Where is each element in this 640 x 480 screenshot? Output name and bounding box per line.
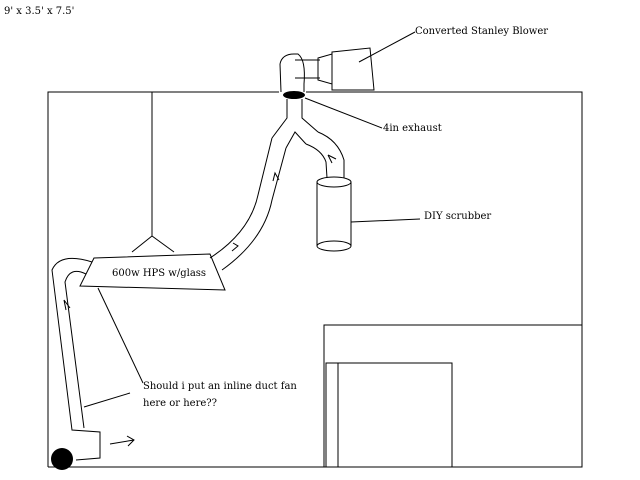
exhaust-label: 4in exhaust (383, 123, 442, 134)
exhaust-pointer (304, 97, 383, 129)
question-pointer-bottom (83, 392, 131, 408)
intake-flow-arrow (63, 299, 71, 311)
intake-outflow-arrow (109, 435, 135, 447)
y-connector (271, 99, 319, 149)
light-hood (79, 253, 226, 291)
intake-duct (51, 257, 135, 461)
scrubber-label: DIY scrubber (424, 211, 491, 222)
scrubber (316, 176, 352, 252)
question-line-2: here or here?? (143, 398, 217, 409)
exhaust-port (283, 91, 305, 99)
cabinet-inner-panel (325, 362, 453, 468)
scrubber-duct (305, 131, 345, 179)
scrubber-flow-arrow (327, 154, 337, 164)
light-label: 600w HPS w/glass (112, 268, 206, 279)
room-outline-right (48, 91, 583, 468)
blower-label: Converted Stanley Blower (415, 26, 548, 37)
light-exhaust-duct (209, 137, 287, 271)
cabinet-outline (323, 324, 583, 468)
intake-port (51, 448, 73, 470)
dimensions-label: 9' x 3.5' x 7.5' (4, 6, 74, 17)
question-pointer-top (97, 287, 144, 384)
blower (279, 31, 416, 93)
room-outline (47, 91, 279, 467)
question-line-1: Should i put an inline duct fan (143, 381, 297, 392)
duct-flow-arrow-1 (231, 242, 239, 252)
blower-pointer (358, 31, 416, 63)
duct-flow-arrow-2 (272, 171, 280, 182)
scrubber-pointer (350, 218, 421, 223)
light-hanger (131, 92, 175, 253)
